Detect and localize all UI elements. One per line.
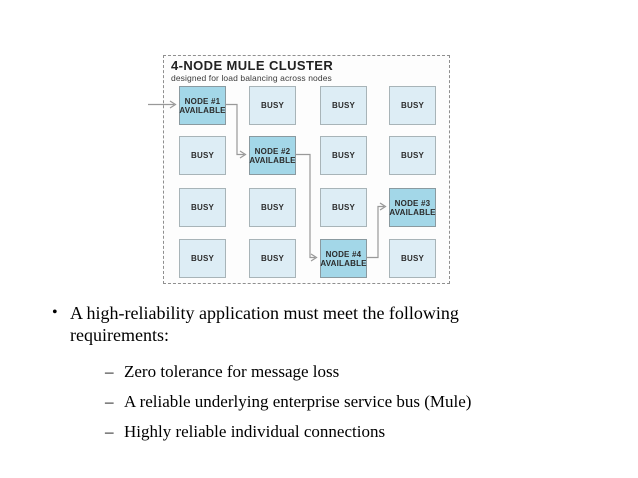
node-label: NODE #2 [254, 146, 291, 156]
bullet-dot: • [52, 304, 58, 321]
bullet-list: • A high-reliability application must me… [52, 302, 612, 442]
node-busy: BUSY [320, 136, 367, 175]
node-3-available: NODE #3 AVAILABLE [389, 188, 436, 227]
node-busy: BUSY [179, 136, 226, 175]
cluster-dashed-box: 4-NODE MULE CLUSTER designed for load ba… [163, 55, 450, 284]
cluster-subtitle: designed for load balancing across nodes [171, 73, 332, 83]
cluster-title: 4-NODE MULE CLUSTER [171, 58, 334, 73]
cluster-header: 4-NODE MULE CLUSTER designed for load ba… [164, 56, 449, 84]
node-label: BUSY [190, 151, 215, 160]
node-label: BUSY [400, 151, 425, 160]
node-label: BUSY [190, 203, 215, 212]
bullet-sublist: – Zero tolerance for message loss – A re… [105, 361, 612, 442]
node-label: AVAILABLE [389, 207, 436, 217]
node-busy: BUSY [389, 86, 436, 125]
bullet-level2: – Highly reliable individual connections [105, 421, 612, 442]
node-label: BUSY [331, 151, 356, 160]
bullet-level2-text: Highly reliable individual connections [124, 422, 386, 441]
node-label: AVAILABLE [320, 258, 367, 268]
bullet-dash: – [105, 392, 114, 411]
node-1-available: NODE #1 AVAILABLE [179, 86, 226, 125]
bullet-level2-text: Zero tolerance for message loss [124, 362, 340, 381]
node-label: AVAILABLE [179, 105, 226, 115]
node-busy: BUSY [320, 188, 367, 227]
node-label: BUSY [400, 101, 425, 110]
node-label: BUSY [331, 203, 356, 212]
node-label: BUSY [260, 254, 285, 263]
node-busy: BUSY [249, 188, 296, 227]
bullet-level2: – Zero tolerance for message loss [105, 361, 612, 382]
node-busy: BUSY [179, 239, 226, 278]
node-busy: BUSY [389, 136, 436, 175]
node-label: BUSY [260, 101, 285, 110]
node-label: BUSY [190, 254, 215, 263]
node-4-available: NODE #4 AVAILABLE [320, 239, 367, 278]
node-label: AVAILABLE [249, 155, 296, 165]
bullet-dash: – [105, 422, 114, 441]
node-busy: BUSY [249, 86, 296, 125]
node-busy: BUSY [179, 188, 226, 227]
node-label: BUSY [260, 203, 285, 212]
bullet-level1: • A high-reliability application must me… [52, 302, 612, 346]
node-busy: BUSY [389, 239, 436, 278]
bullet-dash: – [105, 362, 114, 381]
bullet-level1-text: A high-reliability application must meet… [70, 303, 459, 345]
node-busy: BUSY [249, 239, 296, 278]
cluster-diagram: 4-NODE MULE CLUSTER designed for load ba… [140, 48, 470, 300]
node-label: BUSY [331, 101, 356, 110]
node-label: NODE #3 [394, 198, 431, 208]
node-busy: BUSY [320, 86, 367, 125]
node-2-available: NODE #2 AVAILABLE [249, 136, 296, 175]
node-label: NODE #1 [184, 96, 221, 106]
bullet-level2-text: A reliable underlying enterprise service… [124, 392, 472, 411]
bullet-level2: – A reliable underlying enterprise servi… [105, 391, 612, 412]
node-label: NODE #4 [325, 249, 362, 259]
node-label: BUSY [400, 254, 425, 263]
